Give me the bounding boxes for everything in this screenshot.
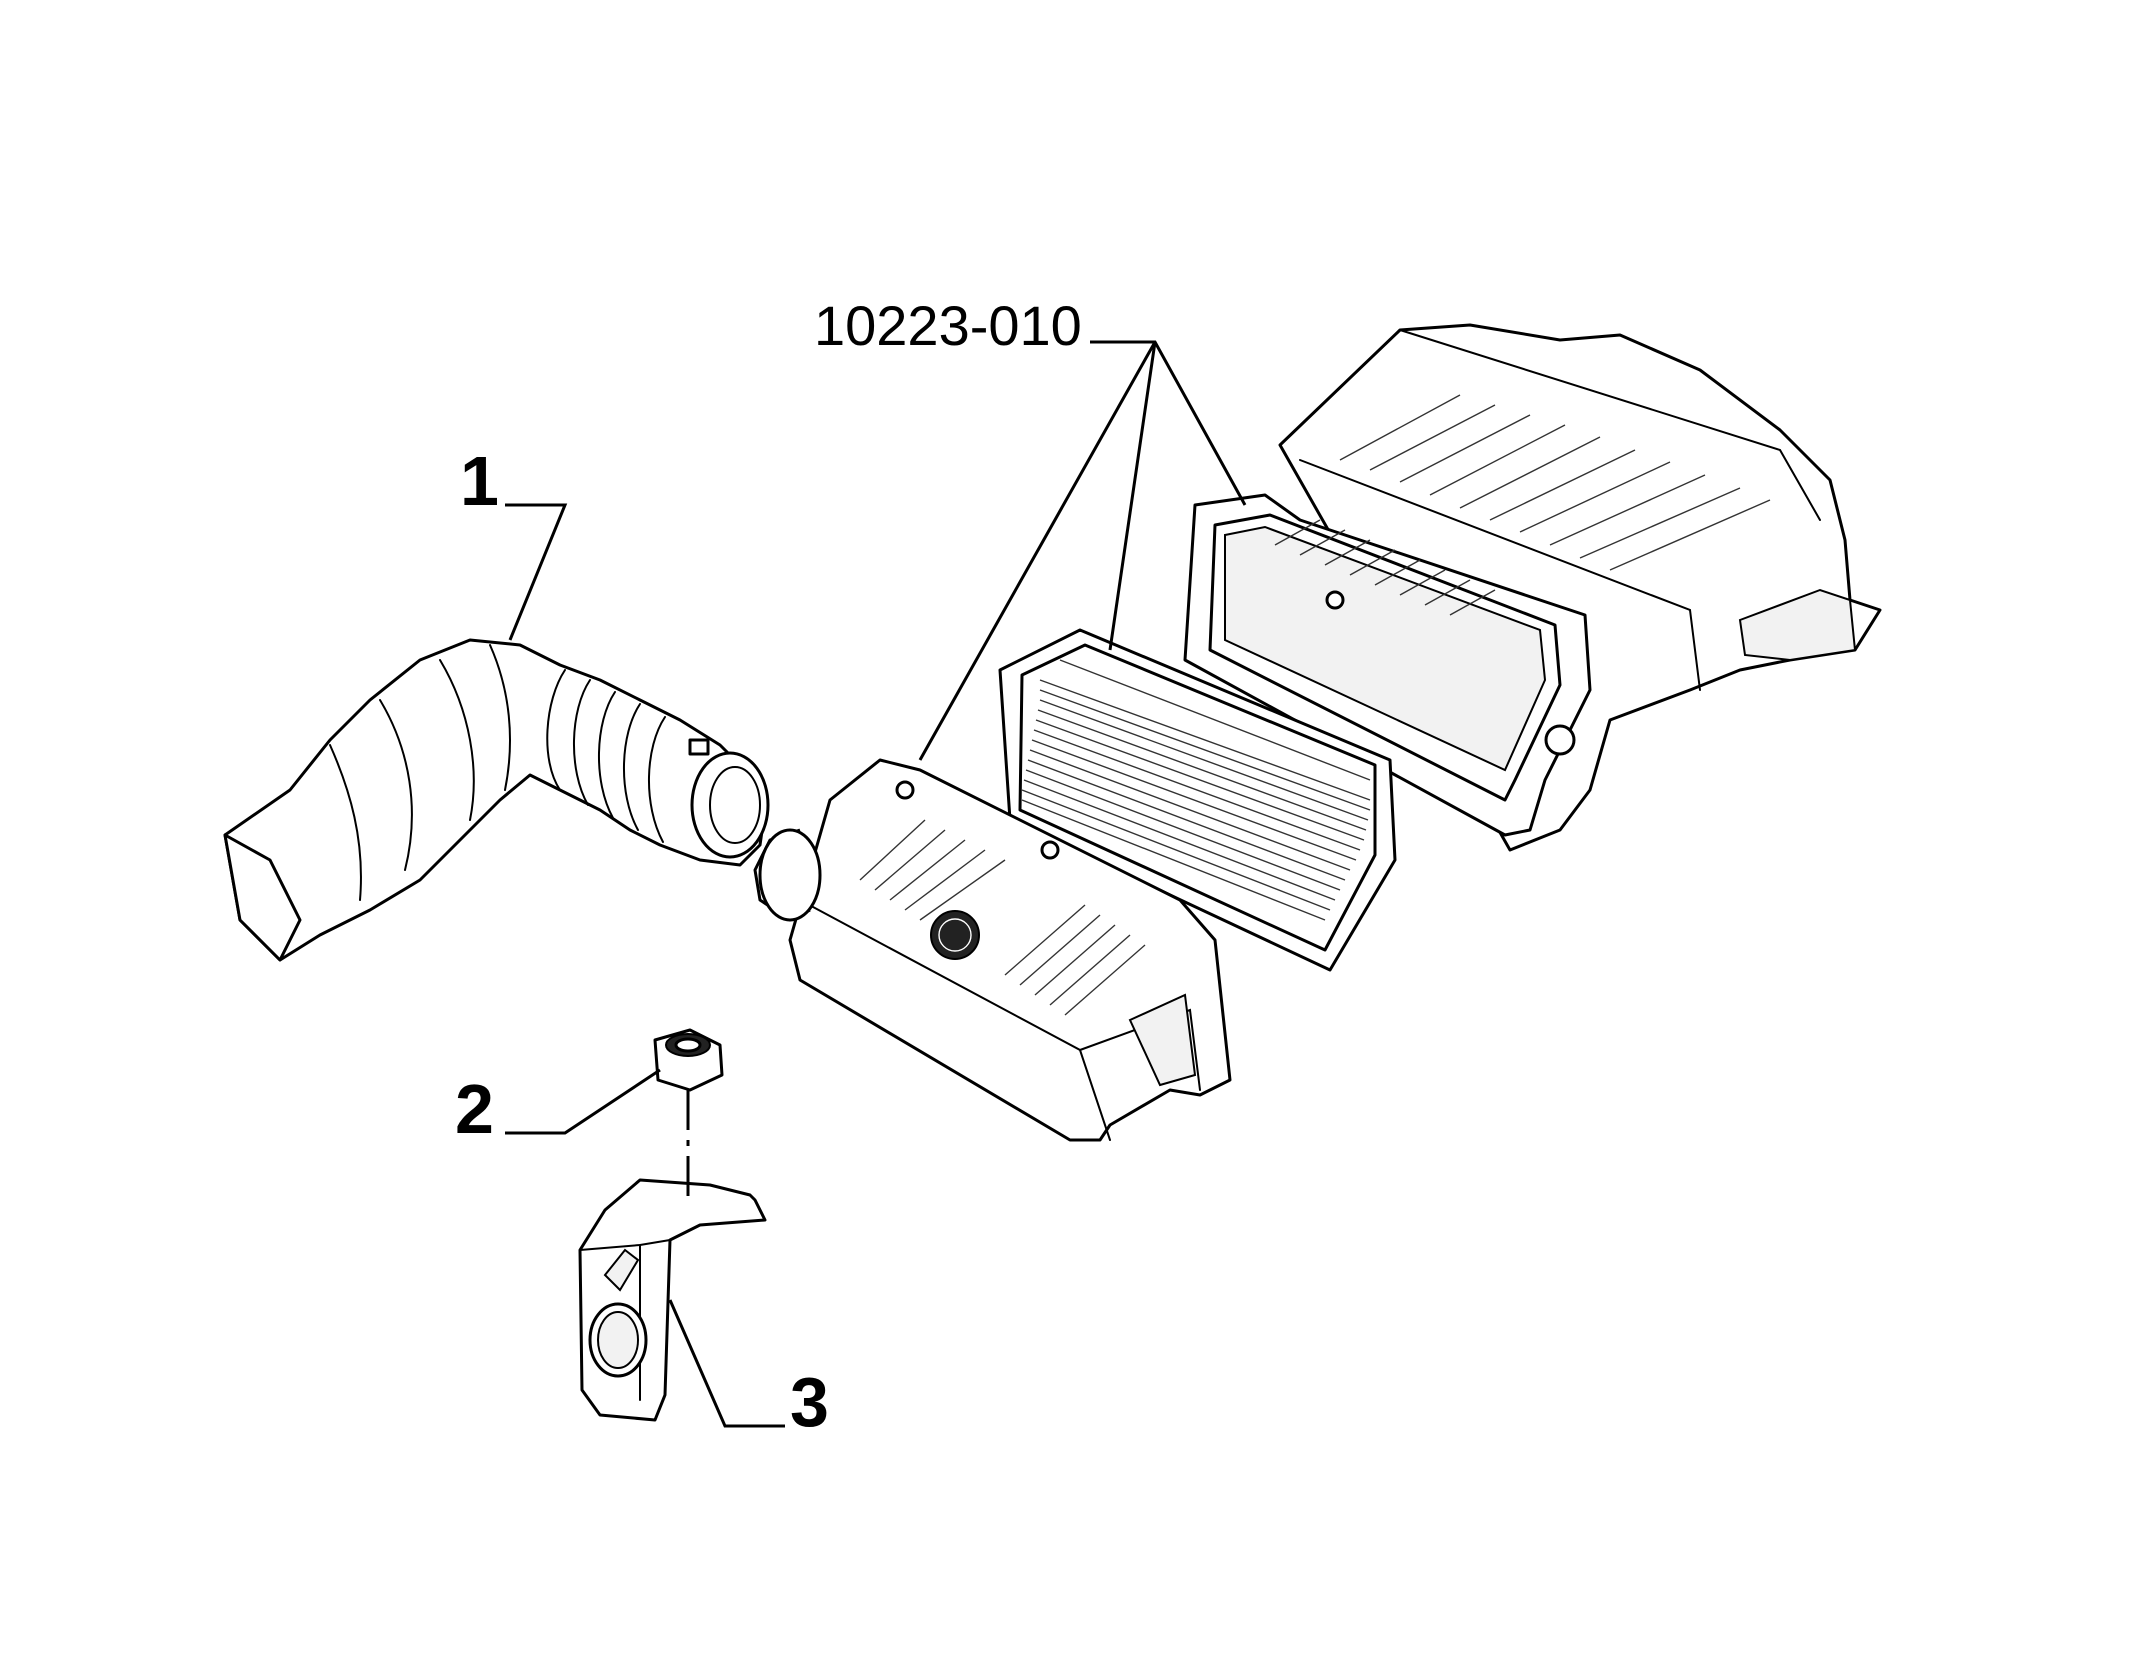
housing-lower-ribs (1339, 394, 1771, 571)
leader-line-3 (668, 1299, 785, 1428)
leader-line-1 (505, 503, 568, 641)
callout-2: 2 (455, 1070, 494, 1148)
leader-line-ref-b (1108, 341, 1157, 651)
hose-bellows (546, 669, 666, 843)
mounting-bracket (578, 1178, 767, 1422)
intake-hose (223, 638, 770, 962)
leader-line-2 (505, 1068, 661, 1135)
callout-1: 1 (460, 442, 499, 520)
brand-logo-icon (930, 910, 980, 960)
leader-line-ref-a (1090, 340, 1247, 506)
cover-ribs (859, 819, 1146, 1016)
hose-ribs (329, 644, 511, 901)
leader-line-ref-c (918, 341, 1157, 761)
air-filter-element (998, 628, 1397, 972)
callout-part-reference: 10223-010 (814, 294, 1082, 357)
nut (653, 1028, 724, 1092)
air-filter-housing-lower (1278, 323, 1882, 852)
filter-pleats (1021, 659, 1371, 921)
frame-inner-ribs (1274, 519, 1496, 616)
callout-3: 3 (790, 1363, 829, 1441)
housing-seal-frame (1183, 493, 1592, 837)
air-filter-cover (753, 758, 1232, 1142)
